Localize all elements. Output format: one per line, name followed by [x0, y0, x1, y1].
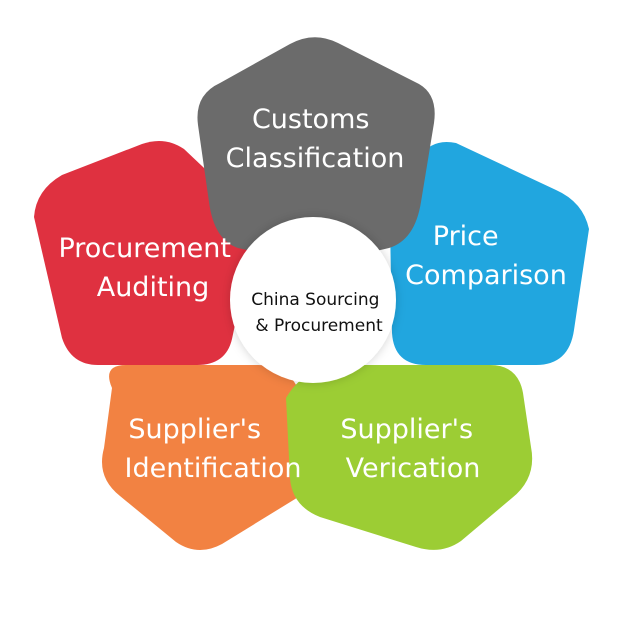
petal-label-identification: Supplier's Identification — [124, 414, 301, 484]
center-line-1: China Sourcing — [251, 290, 379, 310]
customs-line-1: Customs — [252, 104, 370, 135]
petal-shape-auditing — [34, 140, 254, 365]
petal-label-customs: Customs Classification — [226, 104, 405, 174]
petal-shape-customs — [197, 37, 435, 265]
petal-shape-verification — [286, 365, 533, 550]
identification-line-1: Supplier's — [128, 414, 261, 445]
auditing-line-2: Auditing — [97, 272, 210, 303]
verification-line-1: Supplier's — [340, 414, 473, 445]
petal-shape-identification — [102, 365, 317, 551]
verification-line-2: Verication — [346, 453, 481, 484]
price-line-1: Price — [433, 221, 499, 252]
center-line-2: & Procurement — [255, 316, 383, 336]
center-label: China Sourcing & Procurement — [251, 290, 385, 336]
identification-line-2: Identification — [124, 453, 301, 484]
petal-shape-price — [390, 141, 589, 365]
petal-label-verification: Supplier's Verication — [340, 414, 481, 484]
center-hub — [230, 217, 396, 383]
customs-line-2: Classification — [226, 143, 405, 174]
price-line-2: Comparison — [405, 260, 567, 291]
auditing-line-1: Procurement — [58, 233, 231, 264]
petal-label-price: Price Comparison — [405, 221, 567, 291]
petal-label-auditing: Procurement Auditing — [58, 233, 239, 303]
